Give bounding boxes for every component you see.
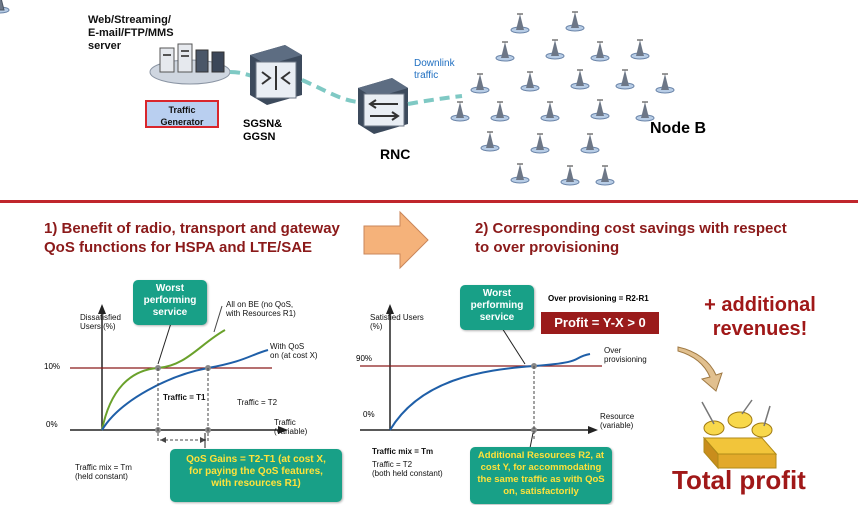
chart2 [360, 304, 602, 449]
chart2-tick-0: 0% [363, 410, 375, 419]
chart2-traffic-label: Traffic = T2 (both held constant) [372, 460, 443, 478]
sgsn-router-icon [250, 45, 302, 105]
server-label: Web/Streaming/ E-mail/FTP/MMS server [88, 14, 174, 52]
chart1-curve-qos [101, 349, 269, 431]
chart1-tick-10: 10% [44, 362, 61, 371]
network-diagram [0, 0, 675, 186]
total-profit-label: Total profit [672, 465, 806, 495]
chart2-tick-90: 90% [356, 354, 373, 363]
chart2-mix-label: Traffic mix = Tm [372, 447, 434, 456]
profit-formula-box: Profit = Y-X > 0 [541, 312, 659, 334]
chart2-curve-label: Over provisioning [604, 346, 647, 364]
traffic-generator-label: Traffic Generator [160, 105, 204, 127]
rnc-router-icon [358, 78, 408, 134]
chart1-t2-label: Traffic = T2 [237, 398, 278, 407]
section2-heading: 2) Corresponding cost savings with respe… [475, 220, 787, 256]
sgsn-label: SGSN& GGSN [243, 118, 283, 143]
traffic-generator-box: Traffic Generator [145, 100, 219, 128]
chart2-curve [389, 353, 591, 431]
chart1-y-label: Dissatisfied Users (%) [80, 313, 121, 331]
chart1-tick-0: 0% [46, 420, 58, 429]
rnc-label: RNC [380, 146, 411, 162]
nodeb-towers [0, 0, 10, 14]
server-icon [149, 43, 231, 85]
chart1-worst-callout: Worst performing service [133, 280, 207, 325]
chart1-curve-qos-label: With QoS on (at cost X) [270, 342, 318, 360]
chart1 [70, 304, 288, 448]
additional-revenues-label: + additional revenues! [704, 294, 816, 340]
big-right-arrow [363, 210, 429, 270]
section-divider [0, 200, 858, 203]
section1-heading: 1) Benefit of radio, transport and gatew… [44, 220, 340, 256]
chart2-worst-callout: Worst performing service [460, 285, 534, 330]
curved-down-arrow-icon [677, 346, 723, 392]
nodeb-label: Node B [650, 120, 706, 137]
downlink-label: Downlink traffic [414, 58, 455, 81]
chart2-y-label: Satisfied Users (%) [370, 313, 424, 331]
chart1-mix-label: Traffic mix = Tm (held constant) [75, 463, 132, 481]
over-prov-formula: Over provisioning = R2-R1 [548, 294, 649, 303]
gold-coins-icon [701, 399, 778, 470]
chart2-resources-callout: Additional Resources R2, at cost Y, for … [470, 447, 612, 504]
chart1-x-label: Traffic (variable) [274, 418, 308, 436]
chart2-x-label: Resource (variable) [600, 412, 635, 430]
tower-grid [450, 11, 675, 186]
chart1-curve-be-label: All on BE (no QoS, with Resources R1) [226, 300, 296, 318]
chart1-curve-be [101, 329, 226, 431]
chart1-gains-callout: QoS Gains = T2-T1 (at cost X, for paying… [170, 449, 342, 502]
chart1-t1-label: Traffic = T1 [163, 393, 206, 402]
